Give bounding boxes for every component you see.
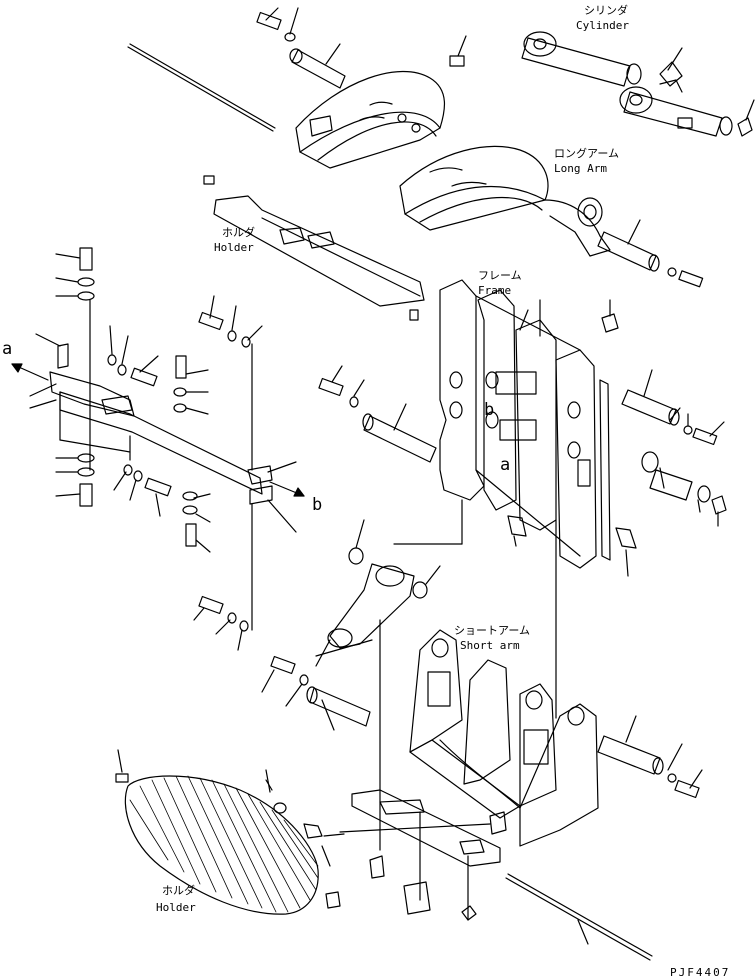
frame-pin-right	[621, 369, 725, 446]
top-rod	[127, 43, 276, 132]
bushings-right	[507, 299, 727, 577]
frame-label: Frame	[478, 284, 512, 297]
drawing-code: PJF4407	[670, 966, 731, 979]
marker-b-right: b	[312, 495, 323, 515]
top-pin	[289, 43, 346, 89]
short-arm	[379, 519, 599, 851]
long-arm-label: Long Arm	[554, 162, 607, 175]
bracket-leader-lines	[29, 253, 297, 651]
marker-b-frame: b	[484, 400, 495, 420]
long-arm-label-jp: ロングアーム	[554, 147, 620, 160]
top-small-bolt	[449, 35, 467, 67]
holder-upper-label: Holder	[214, 241, 254, 254]
cylinder-label-jp: シリンダ	[584, 4, 628, 17]
short-arm-label: Short arm	[460, 639, 520, 652]
cylinder-label: Cylinder	[576, 19, 629, 32]
top-bolt-group	[256, 7, 299, 42]
arrow-a-left	[11, 363, 49, 381]
long-arm-lower	[399, 145, 611, 257]
arm-pin-upper-right	[597, 219, 704, 288]
short-arm-label-jp: ショートアーム	[454, 624, 531, 637]
holder-upper	[203, 175, 425, 321]
cylinder-1	[521, 31, 642, 87]
short-arm-pin-left	[261, 639, 373, 731]
frame-label-jp: フレーム	[478, 269, 522, 282]
cylinder-2	[619, 79, 733, 137]
arrow-b-right	[269, 481, 305, 497]
bottom-bar	[339, 789, 507, 921]
cylinder-clips	[659, 47, 755, 137]
frame-pin-left	[318, 365, 437, 463]
bracket-bolts	[77, 247, 253, 632]
holder-lower-label-jp: ホルダ	[162, 884, 195, 897]
marker-a-left: a	[2, 339, 13, 359]
holder-lower	[115, 749, 345, 915]
long-arm-upper	[295, 70, 445, 169]
holder-lower-label: Holder	[156, 901, 196, 914]
short-arm-pin-right	[597, 715, 703, 799]
frame	[439, 279, 611, 569]
link-arm	[327, 499, 463, 649]
bracket-assembly	[49, 299, 273, 505]
marker-a-frame: a	[500, 455, 511, 475]
holder-upper-label-jp: ホルダ	[222, 226, 255, 239]
bottom-rod	[505, 873, 653, 961]
